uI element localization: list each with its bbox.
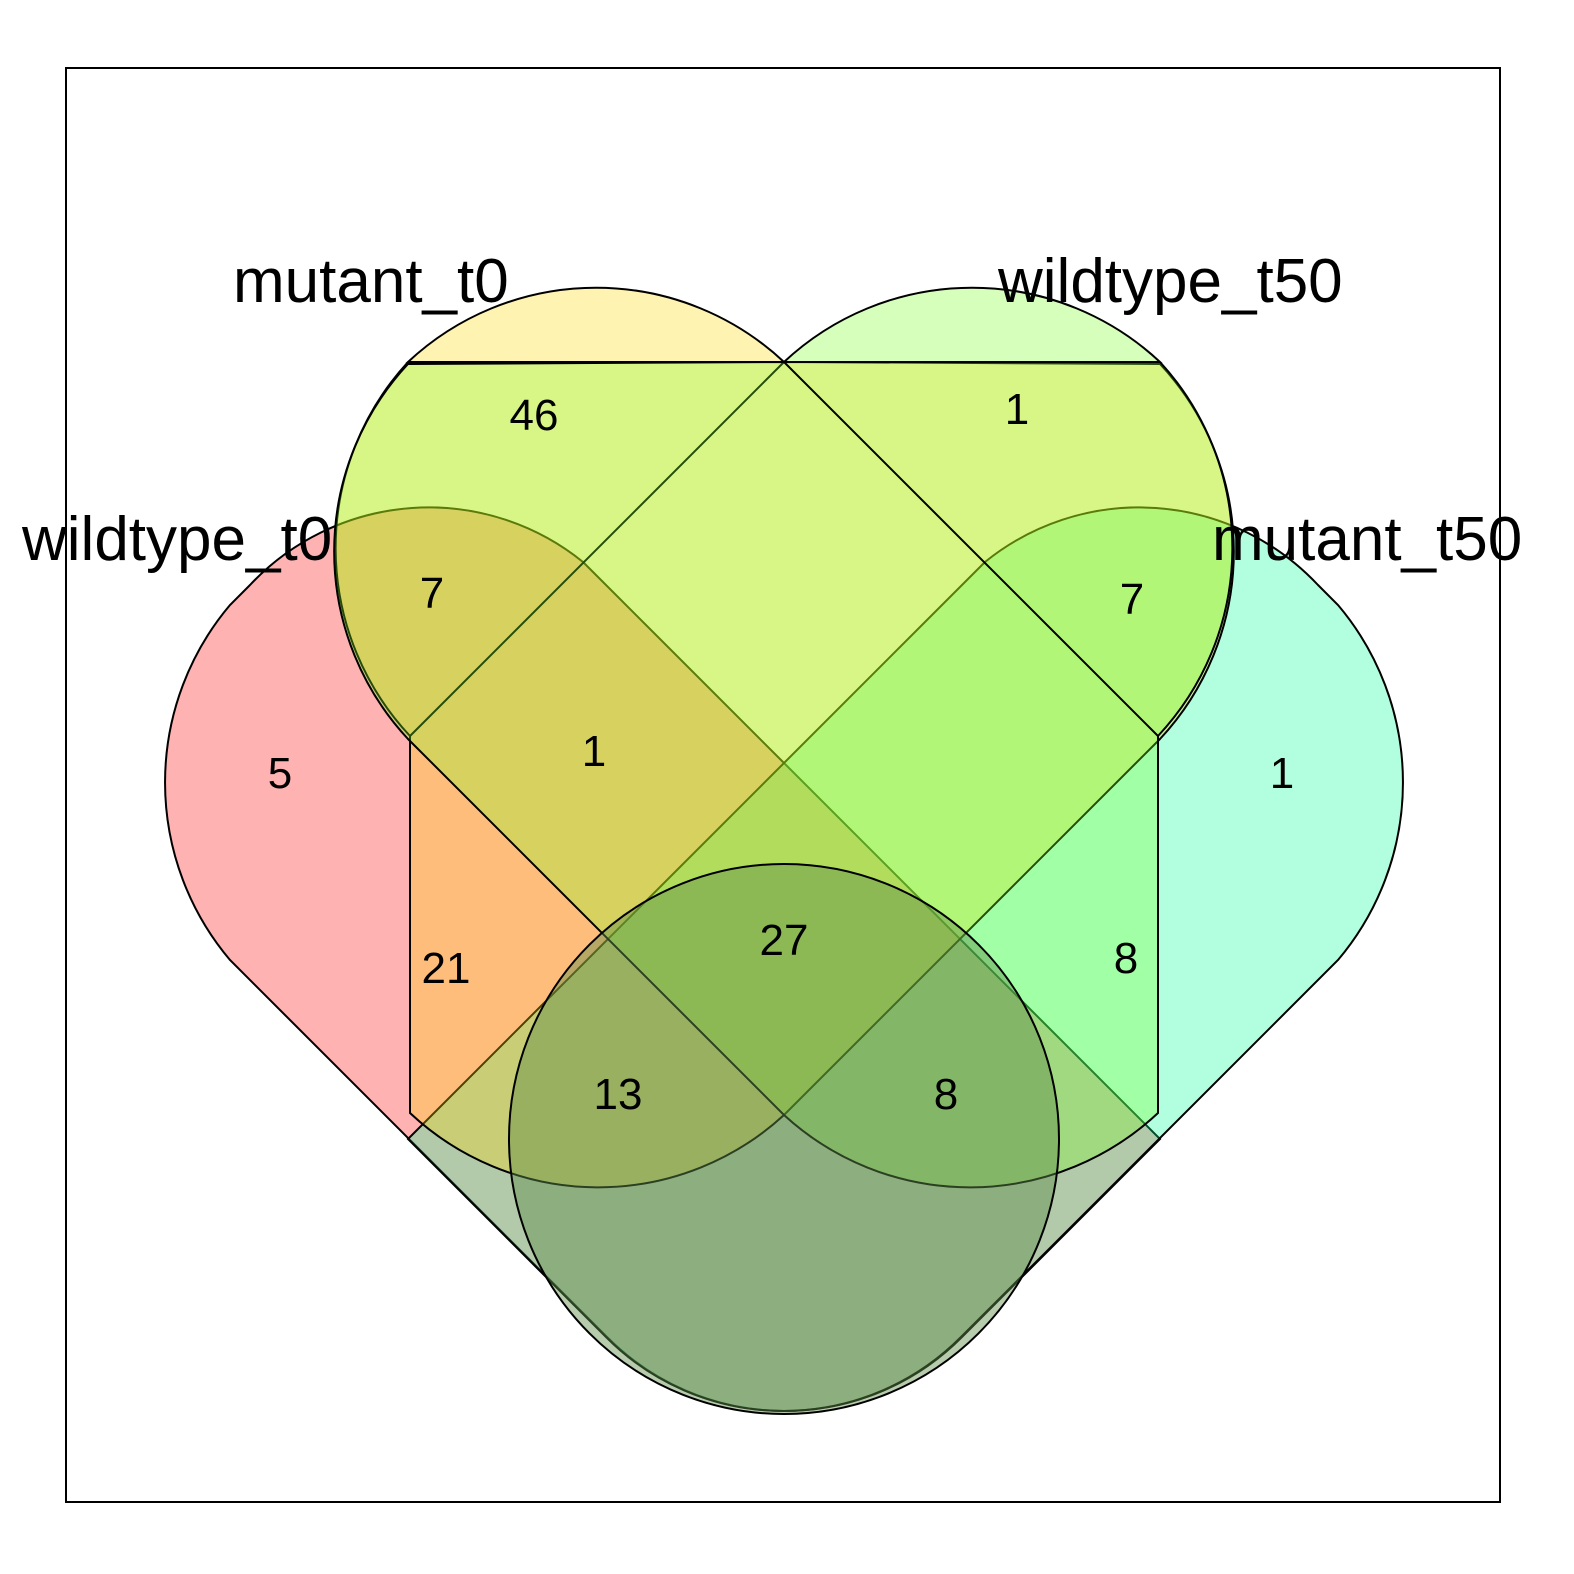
label-mutant-t0: mutant_t0 <box>233 247 509 316</box>
count-left-lower: 21 <box>422 944 471 993</box>
set-shape-wildtype-t50 <box>333 286 1234 1189</box>
set-shape-bottom-circle <box>508 863 1060 1415</box>
count-wildtype-t0-only: 5 <box>268 749 292 798</box>
count-mutant-t0-only: 46 <box>510 391 559 440</box>
count-wildtype-t50-mutant-t50: 7 <box>1120 575 1144 624</box>
count-bottom-left: 13 <box>594 1070 643 1119</box>
set-labels: wildtype_t0 mutant_t0 wildtype_t50 mutan… <box>21 247 1522 574</box>
count-center: 27 <box>760 916 809 965</box>
label-mutant-t50: mutant_t50 <box>1212 505 1522 574</box>
plot-frame <box>65 67 1501 1503</box>
label-wildtype-t50: wildtype_t50 <box>997 247 1343 316</box>
set-shapes <box>164 286 1404 1415</box>
count-wildtype-t0-mutant-t0: 7 <box>420 569 444 618</box>
count-bottom-right: 8 <box>934 1070 958 1119</box>
count-mutant-t50-only: 1 <box>1270 749 1294 798</box>
count-center-upper: 1 <box>582 727 606 776</box>
count-right-lower: 8 <box>1114 934 1138 983</box>
count-wildtype-t50-only: 1 <box>1005 385 1029 434</box>
region-counts: 5 46 1 1 7 7 1 21 8 27 13 8 <box>268 385 1294 1119</box>
label-wildtype-t0: wildtype_t0 <box>21 505 332 574</box>
